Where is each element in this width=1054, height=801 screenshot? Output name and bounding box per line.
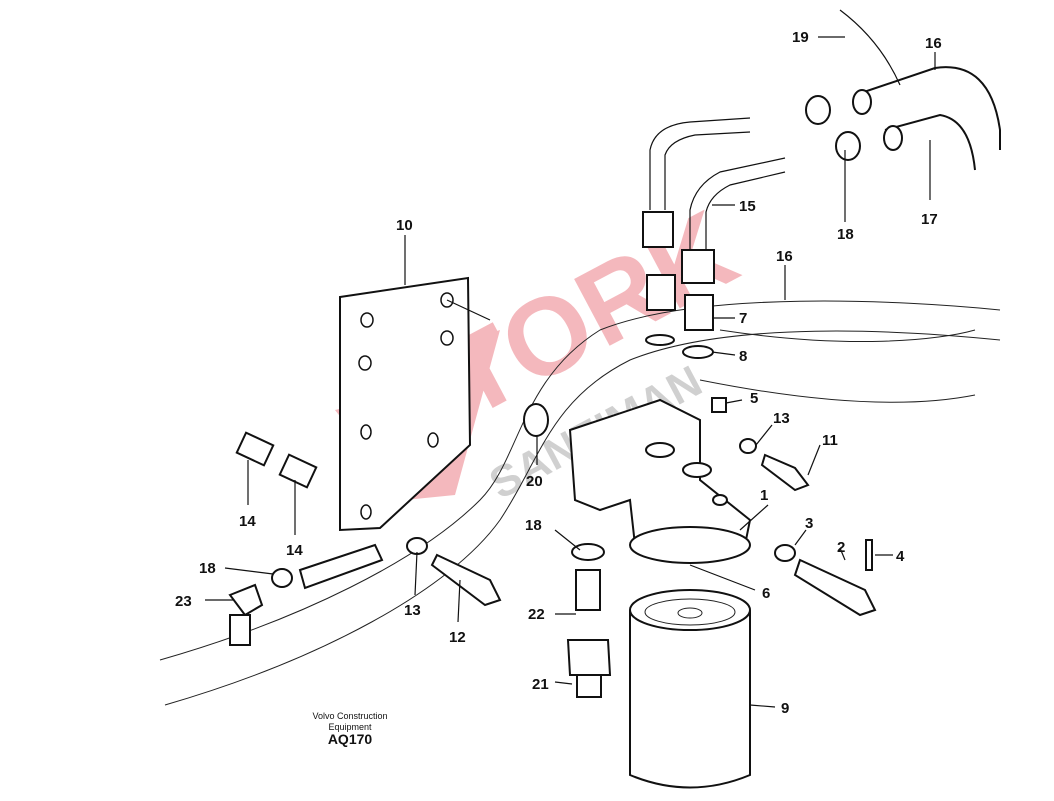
- label-18b: 18: [525, 517, 542, 534]
- label-4: 4: [896, 548, 905, 565]
- label-14b: 14: [286, 542, 303, 559]
- hoses: [805, 9, 1001, 171]
- label-6: 6: [762, 585, 770, 602]
- label-5: 5: [750, 390, 758, 407]
- label-16a: 16: [925, 35, 942, 52]
- label-3: 3: [805, 515, 813, 532]
- small-parts: [228, 397, 877, 698]
- label-19: 19: [792, 29, 809, 46]
- label-12: 12: [449, 629, 466, 646]
- pipes: [642, 117, 786, 359]
- label-18a: 18: [837, 226, 854, 243]
- oil-filter: [629, 589, 751, 789]
- label-22: 22: [528, 606, 545, 623]
- label-10: 10: [396, 217, 413, 234]
- label-17: 17: [921, 211, 938, 228]
- label-11: 11: [822, 432, 838, 449]
- filter-head: [568, 398, 752, 564]
- label-13b: 13: [404, 602, 421, 619]
- label-7: 7: [739, 310, 747, 327]
- caption-line1: Volvo Construction: [312, 711, 388, 721]
- mounting-plate: [339, 276, 472, 532]
- label-8: 8: [739, 348, 747, 365]
- diagram-code: AQ170: [327, 731, 373, 747]
- label-16b: 16: [776, 248, 793, 265]
- label-9: 9: [781, 700, 789, 717]
- callout-labels: 1 2 3 4 5 6 7 8 9 10 11 12 13 13 14 14 1…: [175, 29, 942, 717]
- label-20: 20: [526, 473, 543, 490]
- label-21: 21: [532, 676, 549, 693]
- label-1: 1: [760, 487, 768, 504]
- caption-line2: Equipment: [328, 722, 372, 732]
- leader-lines: [205, 36, 936, 708]
- label-14a: 14: [239, 513, 256, 530]
- label-18c: 18: [199, 560, 216, 577]
- label-15: 15: [739, 198, 756, 215]
- label-23: 23: [175, 593, 192, 610]
- label-2: 2: [837, 539, 845, 556]
- label-13a: 13: [773, 410, 790, 427]
